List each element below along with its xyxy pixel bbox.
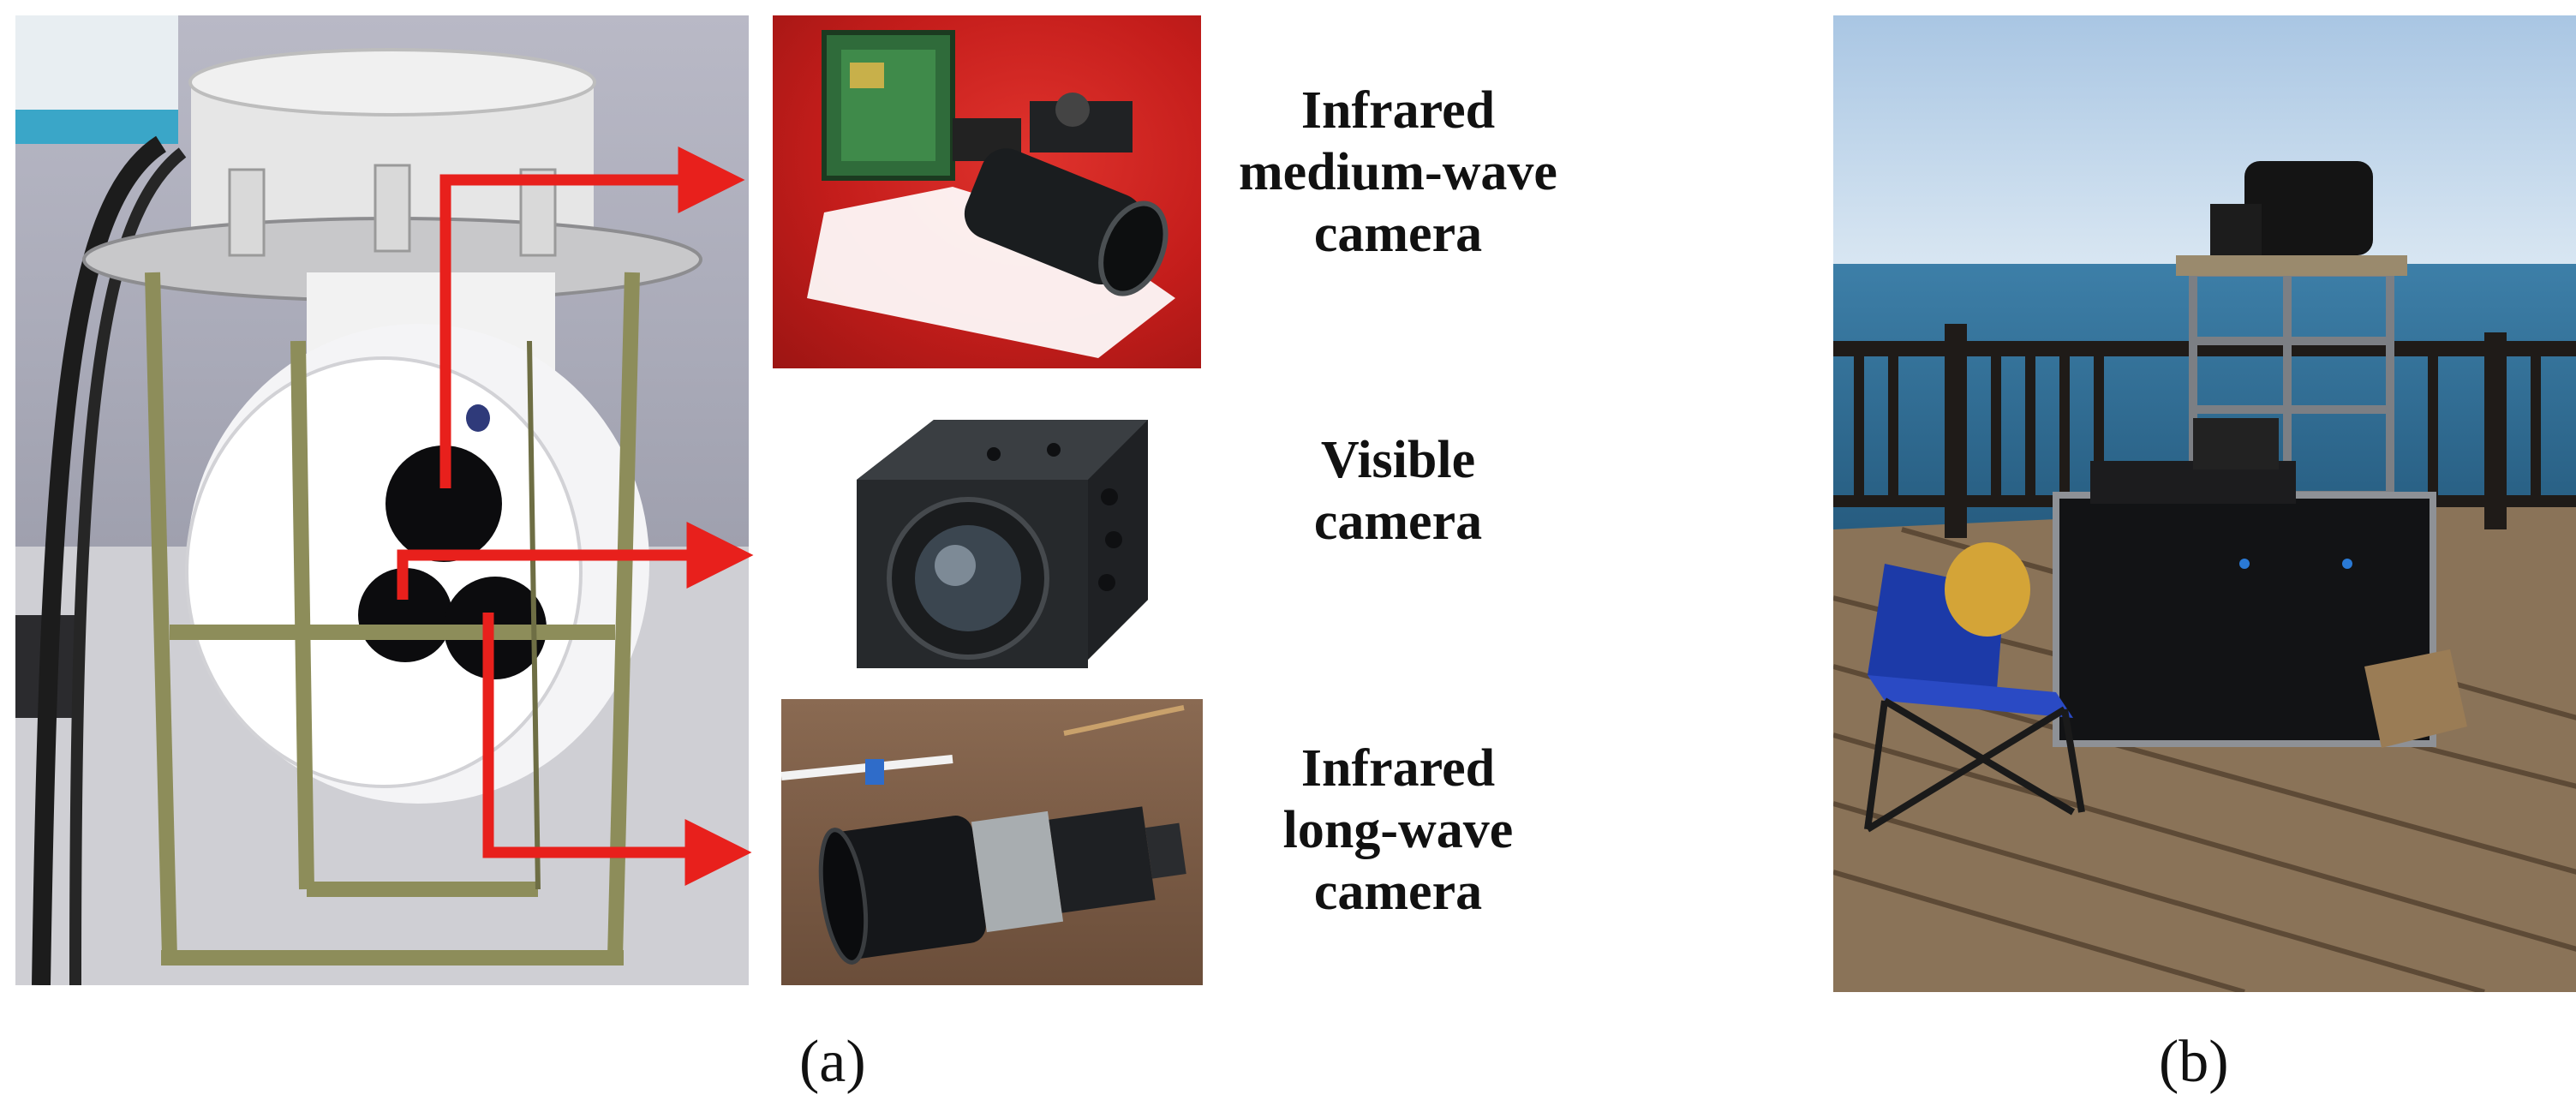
caption-mwir-line-3: camera [1313,204,1483,263]
field-deployment-photo [1833,15,2576,992]
caption-mwir-camera: Infrared medium-wave camera [1175,81,1621,266]
caption-mwir-line-1: Infrared [1300,81,1496,140]
visible-camera-photo [805,403,1174,685]
arrow-to-mwir [439,146,745,488]
caption-lwir-camera: Infrared long-wave camera [1175,738,1621,924]
caption-mwir-line-2: medium-wave [1239,142,1557,201]
caption-visible-line-1: Visible [1320,431,1476,489]
arrow-to-visible [397,522,754,600]
caption-visible-line-2: camera [1313,492,1483,551]
panel-label-a: (a) [799,1029,866,1095]
caption-lwir-line-1: Infrared [1300,739,1496,798]
caption-visible-camera: Visible camera [1175,430,1621,553]
panel-label-b: (b) [2159,1029,2229,1095]
caption-lwir-line-3: camera [1313,862,1483,921]
caption-lwir-line-2: long-wave [1282,800,1514,859]
arrow-to-lwir [482,613,752,886]
mwir-camera-photo [773,15,1201,368]
lwir-camera-photo [781,699,1203,985]
